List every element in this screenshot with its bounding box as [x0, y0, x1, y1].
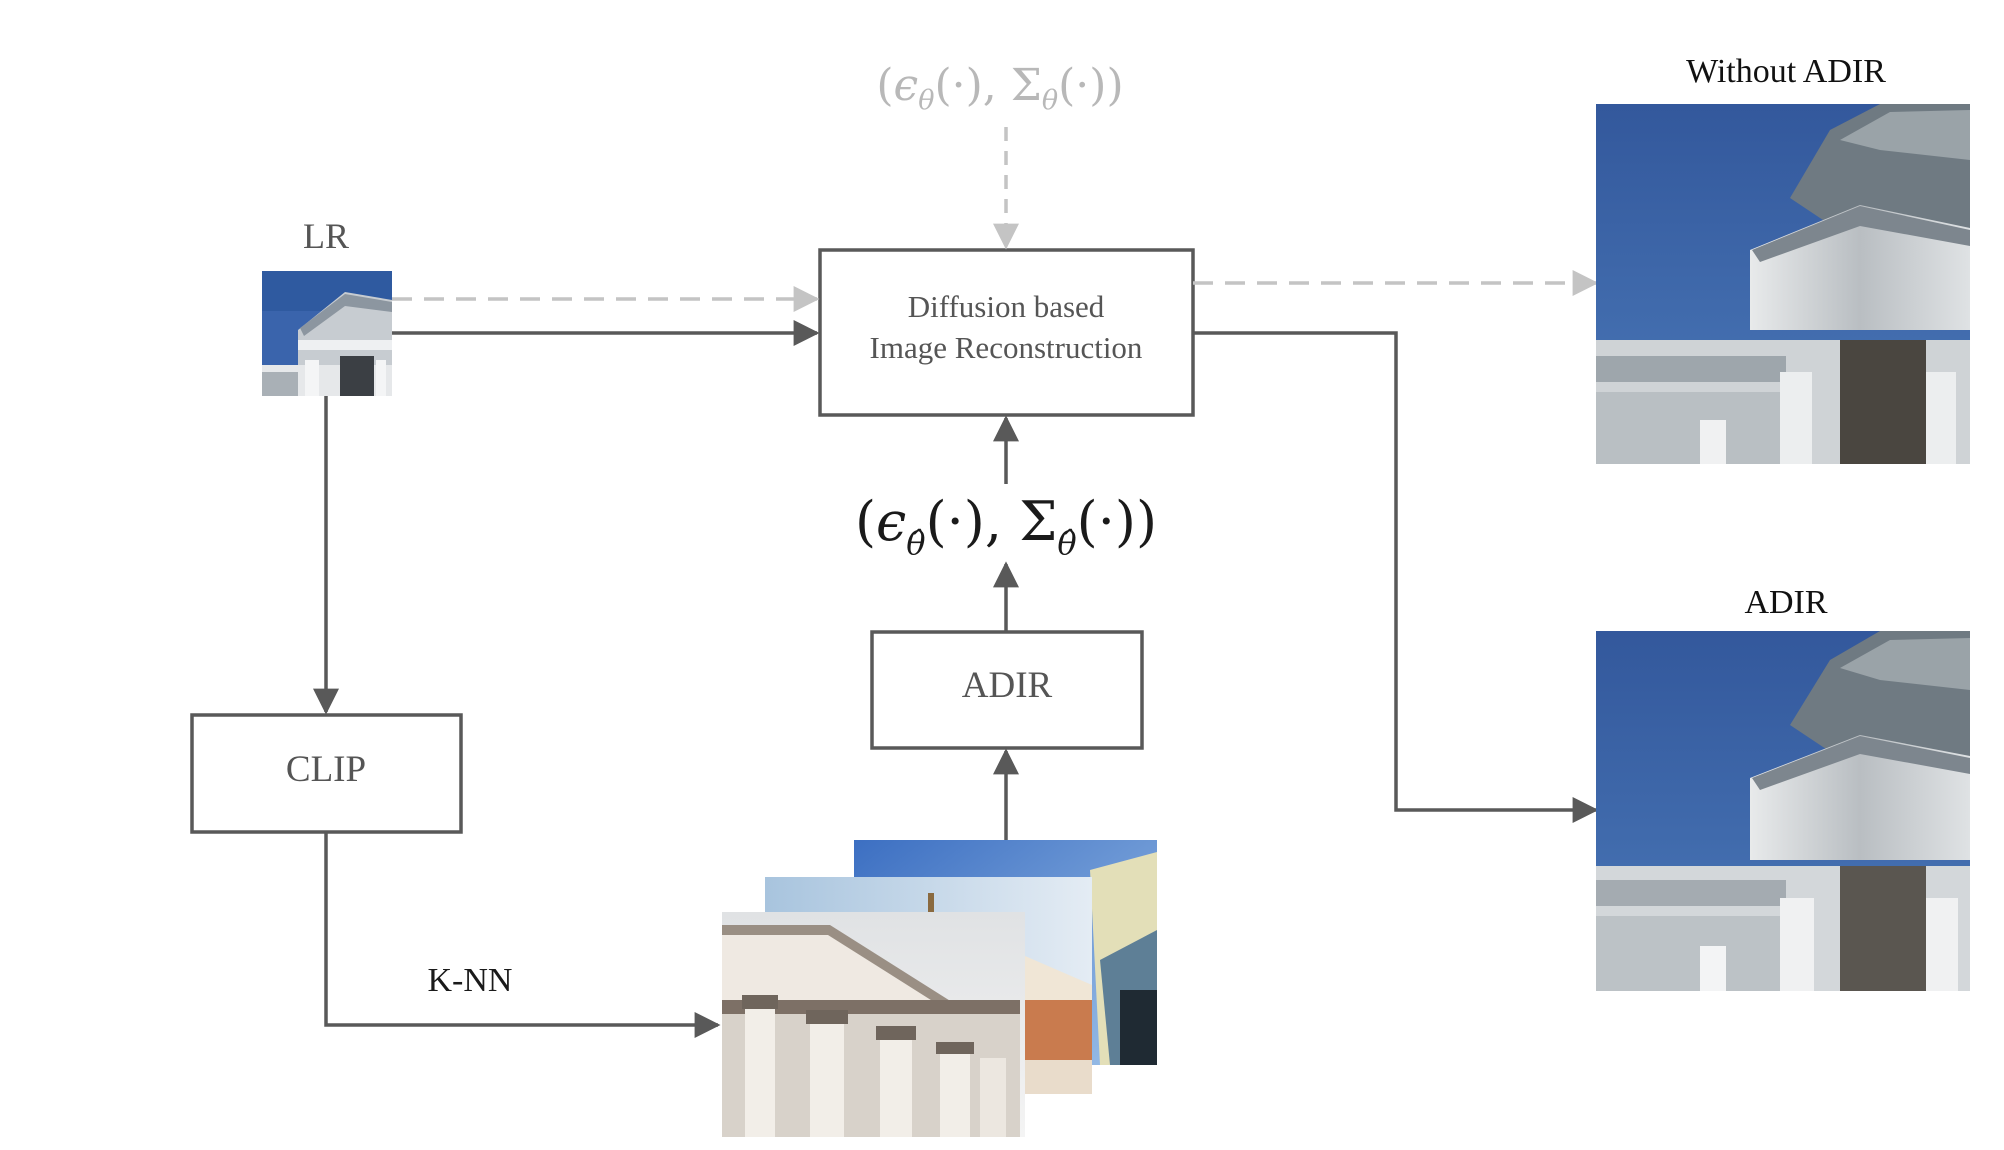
- retrieved-neighbor-images: [722, 840, 1157, 1137]
- lr-input-image: [262, 271, 392, 396]
- diffusion-label-line1: Diffusion based: [908, 289, 1105, 324]
- adapted-model-params: (ϵθ̂(·), Σθ̂(·)): [855, 490, 1157, 562]
- adir-box: [870, 630, 1144, 750]
- without-adir-output-image: [1596, 104, 1970, 464]
- clip-box: [190, 713, 463, 834]
- adir-box-label: ADIR: [962, 665, 1053, 706]
- neighbor-image-1: [722, 912, 1025, 1137]
- arrow-clip-to-neighbors: [324, 832, 721, 1038]
- knn-label: K-NN: [428, 962, 513, 999]
- original-model-params: (ϵθ(·), Σθ(·)): [876, 60, 1123, 116]
- lr-label: LR: [303, 216, 349, 256]
- diffusion-box: [818, 248, 1195, 417]
- diffusion-label-line2: Image Reconstruction: [870, 330, 1143, 365]
- adir-output-image: [1596, 631, 1970, 991]
- adir-output-title: ADIR: [1744, 584, 1827, 621]
- clip-box-label: CLIP: [286, 749, 366, 790]
- without-adir-title: Without ADIR: [1686, 53, 1886, 90]
- arrow-diffusion-to-adir-output: [1193, 331, 1599, 823]
